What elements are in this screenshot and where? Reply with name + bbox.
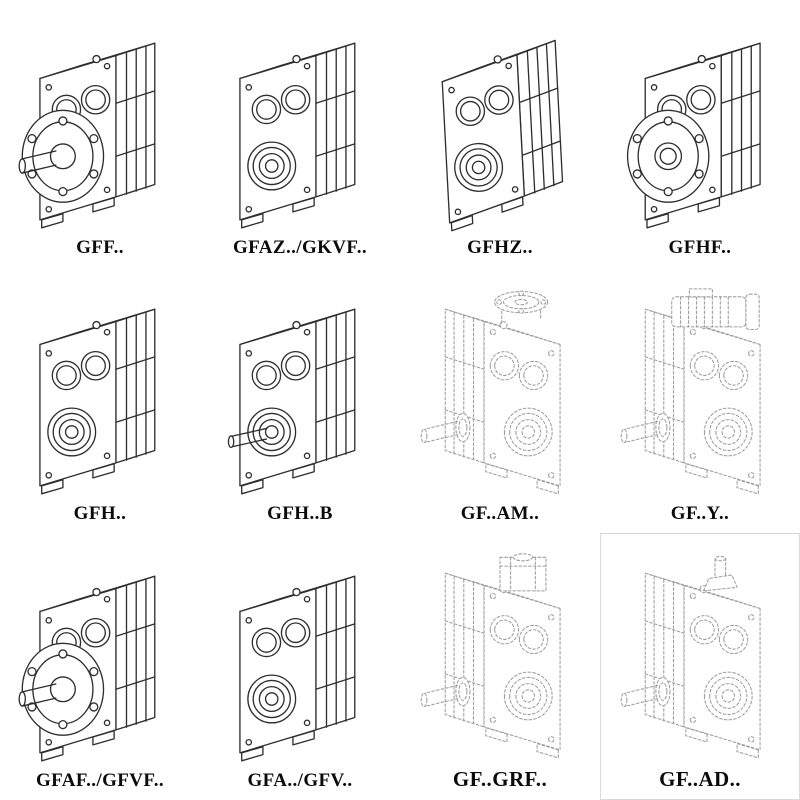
gearbox-figure-gfaz-gkvf: GFAZ../GKVF.. bbox=[200, 0, 400, 267]
gearbox-figure-gf-y: GF..Y.. bbox=[600, 267, 800, 534]
gearbox-illustration-motor-adapter-flange bbox=[420, 290, 561, 495]
gearbox-illustration-input-adapter bbox=[420, 553, 561, 759]
model-label: GFH.. bbox=[73, 503, 127, 525]
model-label: GFHF.. bbox=[668, 236, 732, 258]
gearbox-illustration-free-input-shaft bbox=[620, 555, 761, 759]
gearbox-illustration-output-flange-shaft bbox=[18, 575, 156, 762]
model-label: GFAF../GFVF.. bbox=[35, 769, 164, 791]
gearbox-figure-gf-grf: GF..GRF.. bbox=[400, 533, 600, 800]
gearbox-illustration-flange-hollow-shaft bbox=[626, 42, 761, 229]
gearbox-figure-gfh-b: GFH..B bbox=[200, 267, 400, 534]
gearbox-illustration-with-motor bbox=[620, 288, 761, 495]
gearbox-figure-gfh: GFH.. bbox=[0, 267, 200, 534]
model-label: GFF.. bbox=[76, 236, 124, 258]
model-label: GF..GRF.. bbox=[452, 766, 548, 791]
model-label: GF..AD.. bbox=[659, 766, 741, 791]
model-label: GF..Y.. bbox=[670, 503, 730, 525]
model-label: GFH..B bbox=[267, 503, 333, 525]
gearbox-figure-gf-am: GF..AM.. bbox=[400, 267, 600, 534]
gearbox-illustration-hollow-shaft bbox=[239, 42, 356, 229]
gearbox-figure-gff: GFF.. bbox=[0, 0, 200, 267]
gearbox-figure-gfhf: GFHF.. bbox=[600, 0, 800, 267]
gearbox-figure-gfhz: GFHZ.. bbox=[400, 0, 600, 267]
model-label: GFA../GFV.. bbox=[247, 769, 353, 791]
gearbox-illustration-hollow-shaft-angled bbox=[439, 39, 566, 232]
model-label: GF..AM.. bbox=[460, 503, 540, 525]
gearbox-figure-gf-ad: GF..AD.. bbox=[600, 533, 800, 800]
gearbox-figure-gfa-gfv: GFA../GFV.. bbox=[200, 533, 400, 800]
gearbox-figure-gfaf-gfvf: GFAF../GFVF.. bbox=[0, 533, 200, 800]
gearbox-illustration-hollow-shaft-stub bbox=[227, 308, 356, 495]
gearbox-illustration-output-flange-shaft bbox=[18, 42, 156, 229]
model-label: GFHZ.. bbox=[467, 236, 533, 258]
gearbox-illustration-hollow-shaft bbox=[239, 575, 356, 762]
gearbox-illustration-hollow-shaft bbox=[39, 308, 156, 495]
model-label: GFAZ../GKVF.. bbox=[233, 236, 367, 258]
